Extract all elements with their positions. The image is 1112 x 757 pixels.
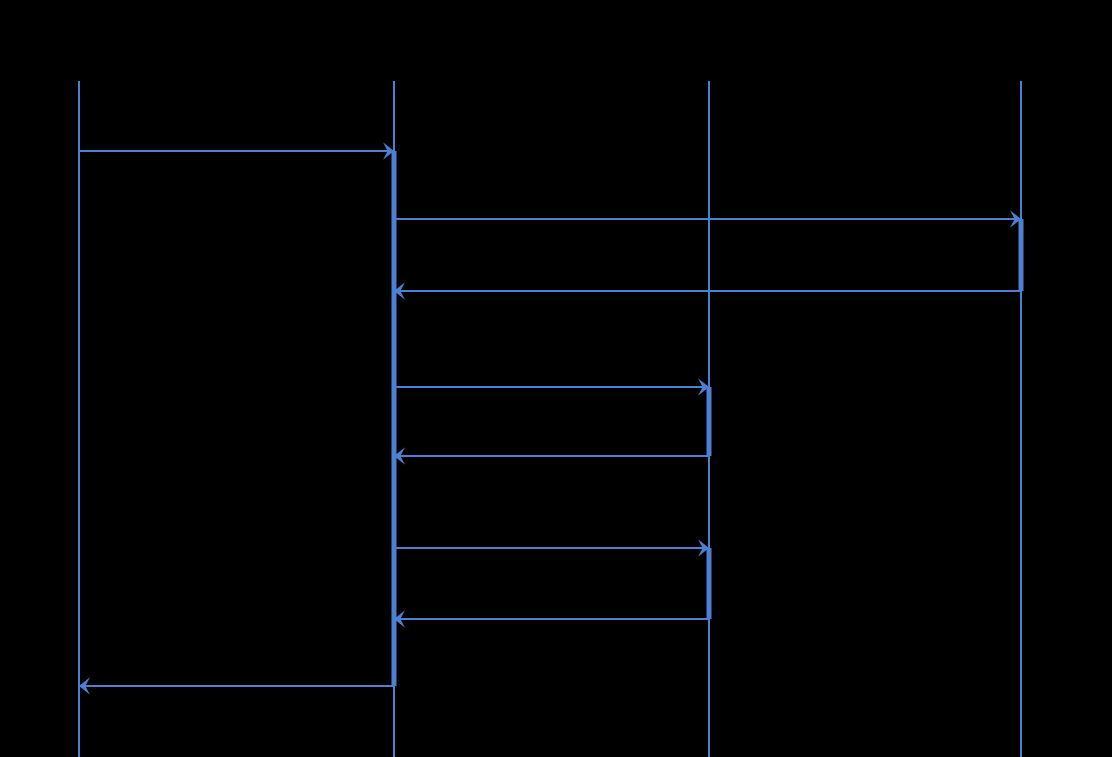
message-arrowhead-m7: [394, 610, 405, 628]
message-arrowhead-m2: [1010, 210, 1021, 228]
message-arrowhead-m3: [394, 282, 405, 300]
message-arrowhead-m5: [394, 447, 405, 465]
message-arrowhead-m6: [698, 539, 709, 557]
messages-group: [79, 142, 1021, 695]
message-arrowhead-m8: [79, 677, 90, 695]
activations-group: [391, 151, 1024, 686]
message-arrowhead-m4: [698, 378, 709, 396]
message-arrowhead-m1: [383, 142, 394, 160]
